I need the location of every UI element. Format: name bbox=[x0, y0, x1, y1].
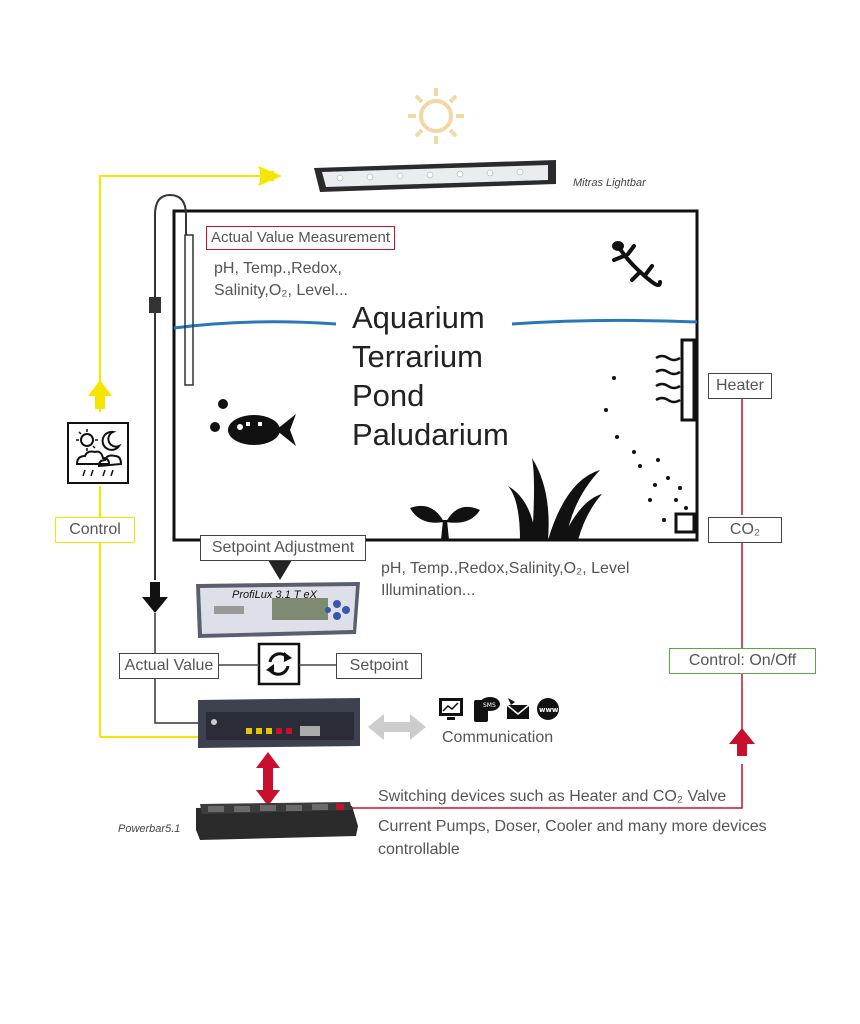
sms-phone-icon: SMS bbox=[474, 697, 500, 722]
arrow-down-icon bbox=[142, 597, 168, 613]
heater-label: Heater bbox=[708, 373, 772, 399]
measurement-params-line-1: pH, Temp.,Redox, bbox=[214, 260, 342, 277]
powerbar-label: Powerbar5.1 bbox=[118, 823, 181, 835]
pointer-down-icon bbox=[268, 560, 292, 580]
svg-text:www: www bbox=[539, 706, 559, 714]
environment-pond: Pond bbox=[352, 378, 425, 413]
control-onoff-label: Control: On/Off bbox=[669, 648, 816, 674]
control-label: Control bbox=[55, 517, 135, 543]
measurement-params-line-2: Salinity,O₂, Level... bbox=[214, 282, 348, 299]
probe-icon bbox=[149, 193, 194, 580]
environment-paludarium: Paludarium bbox=[352, 417, 509, 452]
lightbar-image bbox=[314, 160, 556, 192]
lightbar-label: Mitras Lightbar bbox=[573, 177, 646, 189]
heater-icon bbox=[655, 338, 696, 422]
bubbles-icon bbox=[604, 376, 688, 522]
day-night-weather-icon bbox=[67, 422, 129, 484]
refresh-box bbox=[257, 642, 301, 686]
actual-value-line bbox=[154, 613, 218, 724]
controller-name: ProfiLux 3.1 T eX bbox=[232, 589, 317, 601]
switching-line bbox=[340, 399, 743, 809]
controller-back-image bbox=[198, 698, 360, 748]
grass-icon bbox=[508, 458, 602, 540]
arrow-up-icon bbox=[88, 380, 112, 396]
arrow-up-red-icon bbox=[729, 728, 755, 744]
lizard-icon bbox=[612, 244, 662, 287]
co2-diffuser-icon bbox=[674, 512, 696, 534]
email-icon bbox=[506, 698, 530, 719]
aquarium-tank bbox=[172, 209, 699, 542]
powerbar-image bbox=[196, 802, 358, 840]
water-line-right bbox=[511, 318, 698, 326]
sprout-icon bbox=[410, 505, 480, 540]
actual-value-label: Actual Value bbox=[119, 653, 219, 679]
switching-label: Switching devices such as Heater and CO₂… bbox=[378, 788, 727, 805]
communication-arrow-icon bbox=[368, 714, 426, 740]
setpoint-params-line-2: Illumination... bbox=[381, 582, 476, 599]
monitor-chart-icon bbox=[439, 698, 463, 720]
environment-aquarium: Aquarium bbox=[352, 300, 485, 335]
profilux-controller-image bbox=[196, 582, 360, 638]
devices-label-line-2: controllable bbox=[378, 841, 460, 858]
water-line-left bbox=[173, 320, 337, 330]
setpoint-label: Setpoint bbox=[336, 653, 422, 679]
co2-label: CO₂ bbox=[708, 517, 782, 543]
fish-icon bbox=[210, 399, 296, 446]
devices-label-line-1: Current Pumps, Doser, Cooler and many mo… bbox=[378, 818, 767, 835]
svg-text:SMS: SMS bbox=[483, 702, 496, 709]
communication-label: Communication bbox=[442, 729, 554, 746]
www-globe-icon: www bbox=[537, 698, 559, 720]
actual-value-measurement-box: Actual Value Measurement bbox=[206, 226, 395, 250]
sun-icon bbox=[408, 88, 464, 144]
double-arrow-icon bbox=[256, 752, 280, 806]
setpoint-params-line-1: pH, Temp.,Redox,Salinity,O₂, Level bbox=[381, 560, 630, 577]
setpoint-adjustment-label: Setpoint Adjustment bbox=[200, 535, 366, 561]
environment-terrarium: Terrarium bbox=[352, 339, 483, 374]
